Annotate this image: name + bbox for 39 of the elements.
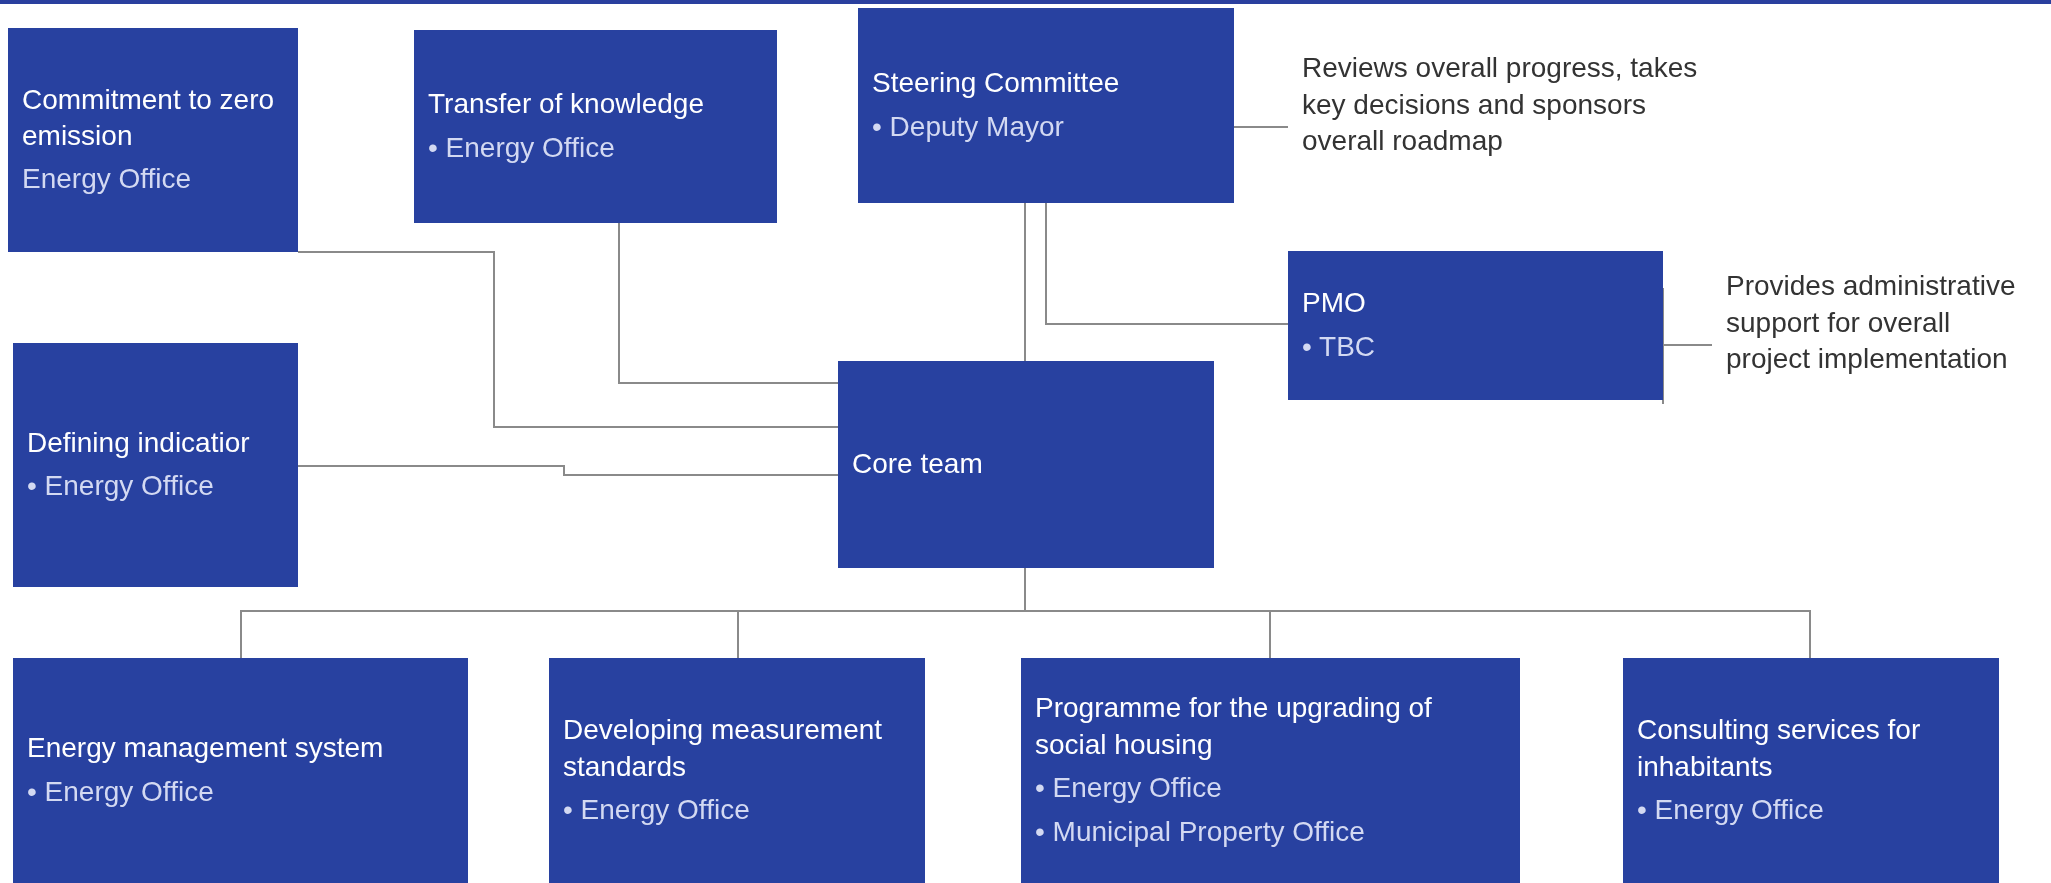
box-subtitle: • Energy Office [1035, 771, 1223, 806]
connector-line [1045, 202, 1289, 325]
box-title: Consulting services for inhabitants [1637, 713, 1922, 784]
connector-line [1662, 344, 1713, 346]
org-box [549, 658, 925, 883]
box-title: Steering Committee [872, 66, 1121, 101]
connector-line [618, 222, 839, 384]
connector-line [1233, 126, 1289, 128]
org-box [838, 361, 1214, 568]
box-subtitle: • Energy Office [563, 793, 751, 827]
org-box [1288, 251, 1663, 400]
description-text: Provides administrative support for overall project implementation [1726, 269, 2017, 377]
box-title: Programme for the upgrading of social housing [1035, 691, 1433, 762]
box-title: Core team [852, 447, 984, 482]
box-subtitle: • TBC [1302, 329, 1377, 364]
box-title: PMO [1302, 286, 1367, 321]
org-box [1623, 658, 1999, 883]
connector-line [297, 465, 839, 476]
org-box [1021, 658, 1520, 883]
box-subtitle: • Energy Office [1637, 793, 1825, 827]
org-box [8, 28, 298, 252]
box-title: Developing measurement standards [563, 713, 884, 784]
org-box [414, 30, 777, 223]
box-title: Defining indicatior [27, 425, 251, 460]
org-box [858, 8, 1234, 203]
org-box [13, 658, 468, 883]
box-subtitle: • Deputy Mayor [872, 109, 1065, 144]
box-subtitle: • Energy Office [27, 774, 215, 809]
box-title: Transfer of knowledge [428, 87, 705, 122]
box-subtitle: • Municipal Property Office [1035, 814, 1366, 849]
description-text: Reviews overall progress, takes key decisions and sponsors overall roadmap [1302, 51, 1699, 159]
box-subtitle: • Energy Office [27, 469, 215, 504]
connector-line [297, 251, 839, 428]
box-title: Energy management system [27, 731, 385, 766]
box-title: Commitment to zero emission [22, 82, 276, 154]
connector-line [1024, 202, 1026, 362]
org-box [13, 343, 298, 587]
box-subtitle: • Energy Office [428, 130, 616, 165]
box-subtitle: Energy Office [22, 162, 193, 197]
